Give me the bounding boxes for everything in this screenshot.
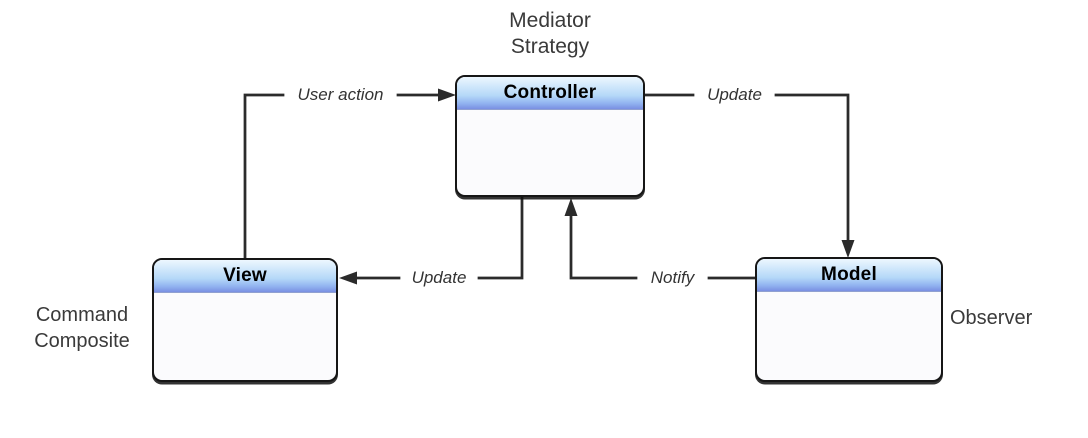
edge-notify-line-2 — [569, 214, 638, 280]
annotation-line: Command — [35, 304, 129, 326]
arrowhead-into-controller-left — [438, 88, 456, 102]
annotation-command-composite: Command Composite — [14, 302, 150, 354]
controller-box-header: Controller — [457, 77, 643, 110]
annotation-line: Composite — [34, 330, 130, 352]
edge-label-update-view: Update — [411, 268, 467, 287]
controller-box: Controller — [455, 75, 645, 197]
annotation-line: Mediator — [509, 9, 591, 32]
view-box-header: View — [154, 260, 336, 293]
annotation-mediator-strategy: Mediator Strategy — [460, 8, 640, 60]
annotation-line: Strategy — [510, 35, 590, 58]
edge-user-action-line — [243, 93, 285, 260]
arrowhead-into-view-right — [339, 271, 357, 285]
edge-label-update-model: Update — [707, 85, 762, 104]
edge-update-view-line — [477, 195, 524, 280]
annotation-line: Observer — [950, 307, 1033, 329]
edge-update-model-line-2 — [774, 93, 850, 243]
view-box-title: View — [223, 265, 267, 286]
model-box-title: Model — [821, 264, 877, 285]
model-box: Model — [755, 257, 943, 382]
edge-label-user-action: User action — [297, 85, 384, 104]
model-box-header: Model — [757, 259, 941, 292]
edge-label-notify: Notify — [650, 268, 695, 287]
annotation-observer: Observer — [950, 305, 1070, 331]
view-box: View — [152, 258, 338, 382]
arrowhead-into-model-top — [841, 240, 855, 258]
arrowhead-into-controller-bottom — [564, 198, 578, 216]
controller-box-title: Controller — [503, 82, 597, 103]
